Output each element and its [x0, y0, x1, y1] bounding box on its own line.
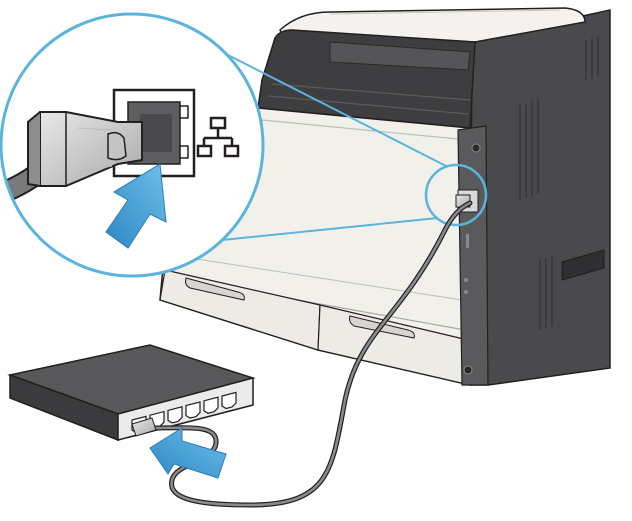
switch-port-5: [203, 396, 219, 414]
switch-port-3: [167, 406, 183, 424]
switch-port-4: [185, 401, 201, 419]
port-highlight-circle: [424, 163, 488, 227]
callout-connector-bottom: [221, 217, 439, 241]
printer-side-vents: [519, 36, 599, 330]
switch-plug: [131, 417, 157, 437]
callout-insert-arrow-icon: [105, 163, 167, 249]
magnified-rj45-plug: [27, 111, 143, 187]
switch-port-6: [221, 391, 237, 410]
ethernet-network-icon: [196, 116, 240, 158]
callout-connector-top: [227, 54, 447, 167]
switch-insert-arrow-icon: [149, 427, 227, 479]
printer-tray-1-handle: [185, 277, 245, 301]
network-switch: [7, 344, 256, 442]
magnified-callout: [0, 12, 265, 278]
printer-side-handle: [561, 249, 605, 281]
